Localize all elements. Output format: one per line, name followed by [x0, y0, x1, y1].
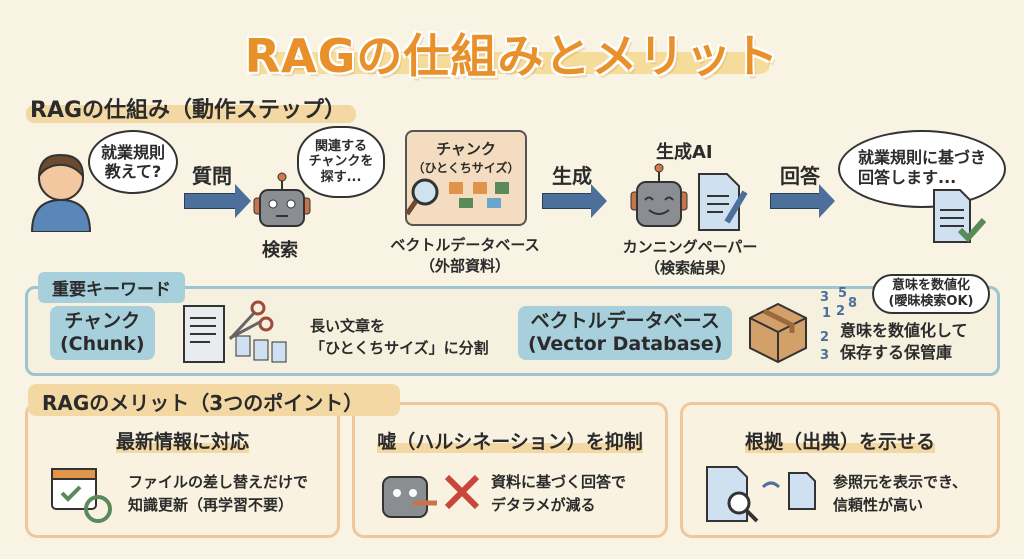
genai-robot-icon [630, 163, 748, 231]
user-icon [30, 153, 92, 232]
calendar-refresh-icon [51, 468, 112, 523]
search-thought-bubble: 関連するチャンクを探す... [297, 126, 385, 198]
arrow-icon [770, 184, 835, 218]
chunk-description: 長い文章を「ひとくちサイズ」に分割 [310, 317, 489, 357]
document-magnifier-icon [706, 466, 816, 523]
user-speech-bubble: 就業規則教えて? [88, 130, 178, 194]
merit-title: 最新情報に対応 [115, 431, 249, 453]
document-check-icon [933, 189, 987, 243]
chunk-card: チャンク （ひとくちサイズ） [404, 130, 527, 226]
merit-title: 嘘（ハルシネーション）を抑制 [377, 431, 643, 453]
title-highlight [250, 52, 770, 74]
search-label: 検索 [262, 240, 298, 261]
generate-label: 生成 [552, 164, 592, 188]
cheat-sheet-label: カンニングペーパー（検索結果） [622, 238, 758, 277]
vdb-description: 意味を数値化して保存する保管庫 [840, 321, 968, 363]
merit-description: ファイルの差し替えだけで知識更新（再学習不要） [128, 473, 309, 514]
question-label: 質問 [192, 164, 232, 188]
merit-card-citation: 根拠（出典）を示せる 参照元を表示でき、信頼性が高い [680, 402, 1000, 538]
chunk-card-sub: （ひとくちサイズ） [412, 161, 520, 175]
robot-cross-icon [382, 474, 480, 518]
arrow-icon [542, 184, 607, 218]
chunk-term: チャンク(Chunk) [50, 306, 155, 360]
vdb-speech-bubble: 意味を数値化(曖昧検索OK) [872, 274, 990, 314]
scroll-scissors-icon [183, 300, 287, 363]
vdb-label: ベクトルデータベース（外部資料） [390, 236, 540, 275]
merit-card-hallucination: 嘘（ハルシネーション）を抑制 資料に基づく回答でデタラメが減る [352, 402, 668, 538]
section-highlight [26, 105, 356, 123]
answer-label: 回答 [780, 164, 820, 188]
merits-heading: RAGのメリット（3つのポイント） [28, 384, 400, 416]
vdb-term: ベクトルデータベース(Vector Database) [518, 306, 733, 360]
chunk-card-title: チャンク [436, 140, 496, 158]
flow-heading: RAGの仕組み（動作ステップ） [30, 98, 347, 123]
box-icon [749, 302, 807, 364]
keywords-heading: 重要キーワード [38, 272, 185, 303]
genai-label: 生成AI [656, 142, 713, 163]
page-title: RAGの仕組みとメリット [244, 29, 780, 83]
merit-card-up-to-date: 最新情報に対応 ファイルの差し替えだけで知識更新（再学習不要） [25, 402, 340, 538]
answer-speech-bubble: 就業規則に基づき回答します... [838, 130, 1006, 208]
merit-title: 根拠（出典）を示せる [744, 431, 935, 453]
arrow-icon [184, 184, 251, 218]
robot-icon [253, 172, 311, 227]
puzzle-pieces-icon [404, 178, 509, 216]
merit-description: 参照元を表示でき、信頼性が高い [833, 473, 967, 514]
merit-description: 資料に基づく回答でデタラメが減る [491, 473, 627, 514]
